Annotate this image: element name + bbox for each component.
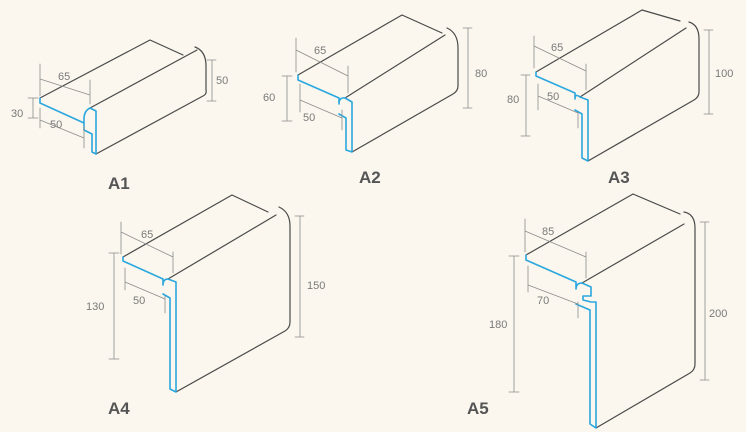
profile-a2: 65 50 60 80 A2 [263, 14, 487, 187]
profile-a5-dim-foot-label: 70 [537, 295, 549, 307]
profile-a3-label: A3 [608, 168, 630, 187]
profile-a1: 65 50 30 50 A1 [11, 39, 228, 193]
profile-a1-dim-foot-label: 50 [50, 119, 62, 131]
profile-a5-dim-back-label: 200 [709, 308, 727, 320]
profile-a4-label: A4 [108, 399, 130, 418]
profile-a3-dimensions: 65 50 80 100 [507, 29, 733, 137]
profile-a1-body [39, 39, 207, 155]
profile-a1-front [39, 97, 97, 155]
profile-a4-body [122, 194, 291, 393]
profile-a5: 85 70 180 200 A5 [467, 193, 727, 429]
profile-a2-dim-top-label: 65 [314, 45, 326, 57]
profile-a4-dim-front-label: 130 [86, 301, 104, 313]
profile-a4-front [122, 256, 177, 393]
profile-a5-label: A5 [467, 399, 489, 418]
profile-a4: 65 50 130 150 A4 [86, 194, 325, 418]
profile-a2-dim-foot-label: 50 [303, 112, 315, 124]
profile-a5-front [525, 254, 597, 429]
profile-a5-dim-top-label: 85 [542, 226, 554, 238]
profile-a3-dim-front-label: 80 [507, 94, 519, 106]
profile-a3: 65 50 80 100 A3 [507, 9, 733, 187]
profile-a2-front [297, 74, 353, 153]
profile-a4-dim-foot-label: 50 [133, 295, 145, 307]
profile-a4-dim-back-label: 150 [307, 280, 325, 292]
profile-a2-dim-back-label: 80 [475, 68, 487, 80]
profile-a4-dimensions: 65 50 130 150 [86, 215, 325, 360]
profile-a3-front [535, 71, 589, 162]
profile-a3-dim-top-label: 65 [551, 42, 563, 54]
profile-a2-dimensions: 65 50 60 80 [263, 27, 487, 131]
profile-a4-dim-top-label: 65 [141, 229, 153, 241]
profile-a1-dimensions: 65 50 30 50 [11, 59, 228, 149]
profile-a1-dim-top-label: 65 [58, 71, 70, 83]
profile-a3-body [535, 9, 700, 162]
profile-a1-dim-front-label: 30 [11, 108, 23, 120]
profile-a5-dim-front-label: 180 [489, 319, 507, 331]
profile-a5-body [525, 193, 696, 429]
profile-a2-label: A2 [359, 168, 381, 187]
profile-a2-body [297, 14, 459, 153]
profile-a1-label: A1 [108, 174, 130, 193]
profile-a5-dimensions: 85 70 180 200 [489, 218, 727, 393]
profile-a3-dim-foot-label: 50 [547, 91, 559, 103]
profile-a2-dim-front-label: 60 [263, 92, 275, 104]
profile-a3-dim-back-label: 100 [715, 68, 733, 80]
profile-a1-dim-back-label: 50 [216, 75, 228, 87]
